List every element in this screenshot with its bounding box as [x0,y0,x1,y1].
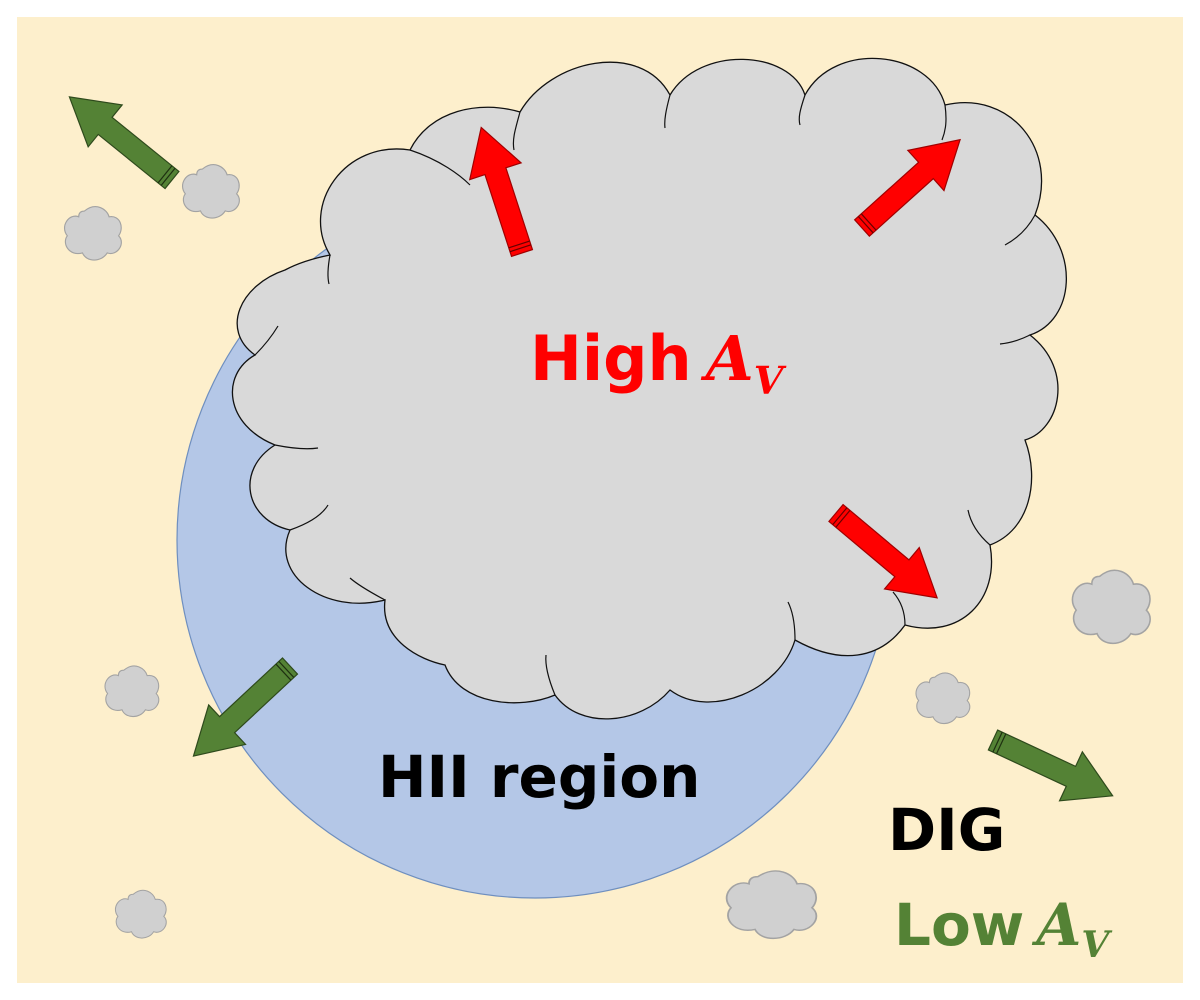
low-av-symbol: A [1031,891,1081,959]
low-av-subscript: V [1081,924,1112,966]
high-av-symbol: A [701,322,754,395]
cloud-contours [254,94,1036,696]
high-av-subscript: V [754,358,787,403]
high-av-prefix: High [530,322,692,395]
hii-region-label: HII region [378,743,700,811]
low-av-prefix: Low [894,891,1024,959]
dig-label: DIG [888,796,1005,864]
